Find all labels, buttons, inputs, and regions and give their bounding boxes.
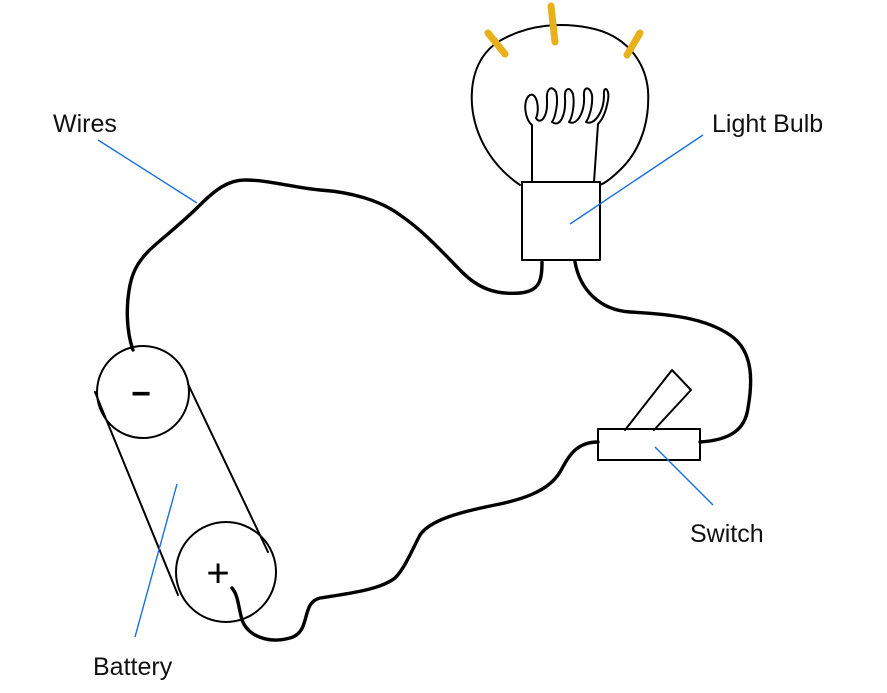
bulb-base [521, 181, 601, 261]
label-battery: Battery [93, 653, 173, 681]
label-light-bulb: Light Bulb [712, 110, 823, 138]
battery-positive-symbol: + [206, 552, 229, 596]
battery-positive-terminal [175, 521, 277, 623]
bulb-ray-right [623, 29, 644, 59]
bulb-ray-left [484, 29, 509, 58]
light-bulb [470, 2, 650, 261]
battery-side-right [187, 383, 269, 553]
wire-bulb-to-switch [573, 260, 753, 444]
bulb-ray-center [547, 2, 559, 46]
switch-base [597, 428, 701, 461]
bulb-filament [524, 87, 610, 183]
battery-negative-symbol: − [131, 375, 151, 413]
battery: − + [94, 345, 277, 623]
switch [597, 369, 701, 461]
wire-switch-to-battery [230, 440, 600, 642]
battery-side-left [94, 391, 179, 596]
bulb-glass-outline [470, 24, 650, 186]
leader-line-switch [654, 446, 714, 506]
leader-line-light-bulb [569, 134, 704, 225]
leader-line-wires [97, 139, 198, 204]
label-switch: Switch [690, 520, 764, 548]
leader-line-battery [134, 483, 178, 638]
battery-negative-terminal [96, 345, 190, 439]
label-wires: Wires [53, 110, 117, 138]
wire-negative-to-bulb [125, 178, 544, 352]
switch-lever [624, 369, 692, 431]
